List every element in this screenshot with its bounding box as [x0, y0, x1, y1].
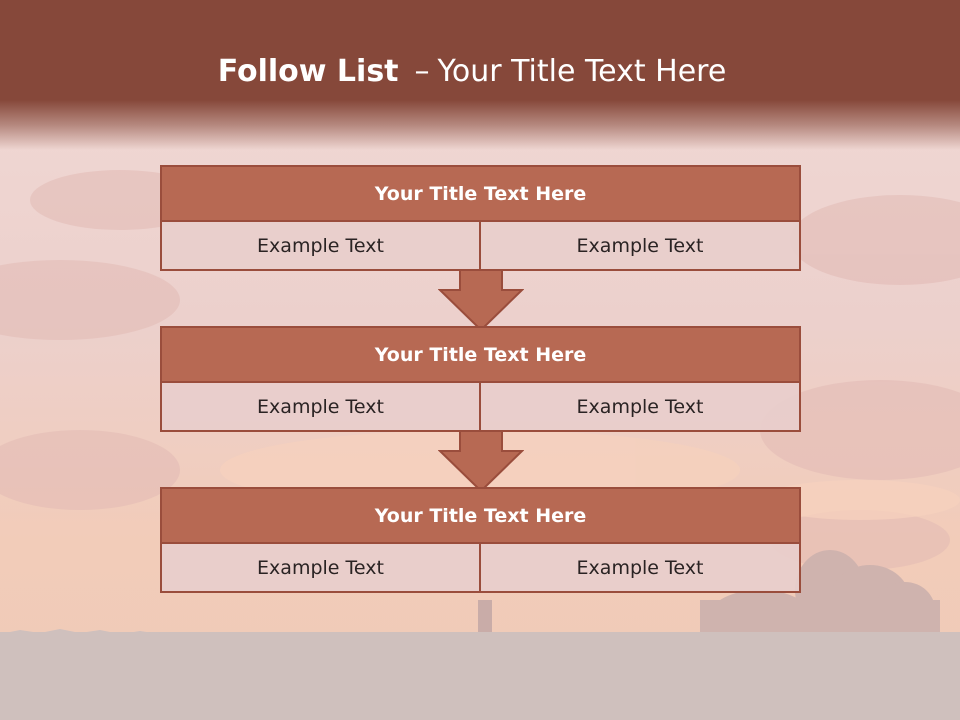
slide-header-band: [0, 0, 960, 150]
block-left-text: Example Text: [160, 544, 481, 593]
block-left-text: Example Text: [160, 222, 481, 271]
down-arrow-icon: [438, 431, 524, 493]
ground: [0, 632, 960, 720]
title-separator: –: [414, 54, 430, 89]
block-right-text: Example Text: [479, 383, 801, 432]
title-rest-text: Your Title Text Here: [437, 54, 727, 89]
block-left-text: Example Text: [160, 383, 481, 432]
list-block-1: Your Title Text Here Example Text Exampl…: [160, 165, 801, 272]
block-title: Your Title Text Here: [160, 165, 801, 222]
person-silhouette: [478, 600, 492, 635]
block-title: Your Title Text Here: [160, 487, 801, 544]
block-title: Your Title Text Here: [160, 326, 801, 383]
down-arrow-icon: [438, 270, 524, 332]
slide-title: Follow List–Your Title Text Here: [0, 54, 944, 89]
title-bold-text: Follow List: [217, 54, 399, 89]
list-block-3: Your Title Text Here Example Text Exampl…: [160, 487, 801, 594]
block-right-text: Example Text: [479, 544, 801, 593]
list-block-2: Your Title Text Here Example Text Exampl…: [160, 326, 801, 433]
block-right-text: Example Text: [479, 222, 801, 271]
